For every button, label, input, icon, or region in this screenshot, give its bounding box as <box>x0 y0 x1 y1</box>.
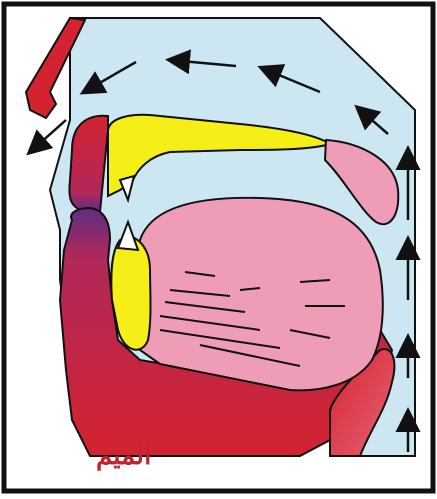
upper-lip <box>69 116 108 212</box>
letter-caption: الميم <box>96 441 151 471</box>
tongue <box>134 198 383 391</box>
